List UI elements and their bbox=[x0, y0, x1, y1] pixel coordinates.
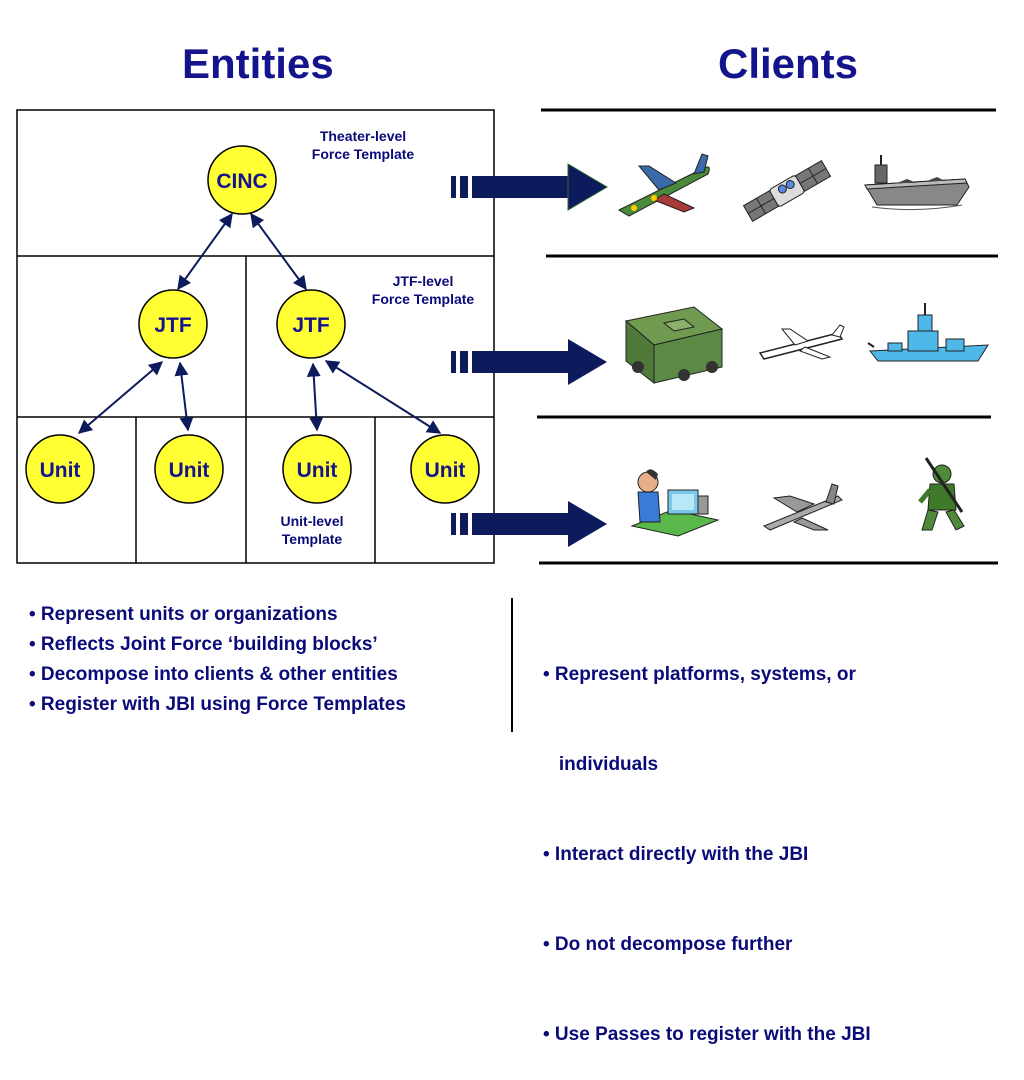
satellite-icon bbox=[742, 160, 832, 222]
unit-label-2: Unit bbox=[169, 459, 210, 482]
client-bullet: • Represent platforms, systems, or bbox=[543, 664, 856, 685]
unit-template-line-2: Template bbox=[281, 531, 343, 547]
soldier-icon bbox=[918, 457, 965, 531]
uav-drone-icon bbox=[758, 324, 845, 360]
unit-node-4[interactable]: Unit bbox=[410, 434, 480, 504]
client-bullet-list: • Represent platforms, systems, or indiv… bbox=[543, 600, 871, 1080]
unit-node-1[interactable]: Unit bbox=[25, 434, 95, 504]
connector-jtf-2-unit-4 bbox=[324, 360, 442, 434]
jtf-template-line-1: JTF-level bbox=[392, 273, 454, 289]
client-bullet: • Interact directly with the JBI bbox=[543, 844, 809, 865]
jtf-node-1[interactable]: JTF bbox=[138, 289, 208, 359]
entity-hierarchy-diagram: CINC JTF JTF Unit Unit Unit Unit bbox=[16, 108, 998, 565]
entity-bullet: • Decompose into clients & other entitie… bbox=[29, 664, 398, 685]
jtf-label-1: JTF bbox=[154, 314, 192, 337]
connector-jtf-1-unit-1 bbox=[77, 361, 164, 434]
operator-at-computer-icon bbox=[630, 469, 720, 537]
connector-cinc-jtf-1 bbox=[177, 212, 233, 291]
entity-bullet-list: • Represent units or organizations • Ref… bbox=[29, 600, 406, 720]
jtf-template-label: JTF-level Force Template bbox=[350, 272, 496, 308]
connector-jtf-1-unit-2 bbox=[174, 361, 194, 432]
aircraft-carrier-icon bbox=[864, 155, 970, 211]
unit-node-3[interactable]: Unit bbox=[282, 434, 352, 504]
warship-icon bbox=[867, 303, 989, 362]
fighter-jet-icon bbox=[762, 483, 843, 531]
clients-heading: Clients bbox=[718, 40, 859, 87]
entity-bullet: • Represent units or organizations bbox=[29, 604, 338, 625]
connector-cinc-jtf-2 bbox=[250, 212, 307, 291]
client-bullet: • Do not decompose further bbox=[543, 934, 793, 955]
unit-label-3: Unit bbox=[297, 459, 338, 482]
client-bullet: • Use Passes to register with the JBI bbox=[543, 1024, 871, 1045]
entity-bullet: • Register with JBI using Force Template… bbox=[29, 694, 406, 715]
cinc-label: CINC bbox=[216, 170, 267, 193]
cinc-node[interactable]: CINC bbox=[207, 145, 277, 215]
jtf-node-2[interactable]: JTF bbox=[276, 289, 346, 359]
theater-template-line-2: Force Template bbox=[311, 146, 415, 162]
unit-template-line-1: Unit-level bbox=[280, 513, 344, 529]
client-bullet: individuals bbox=[543, 754, 659, 775]
military-vehicle-icon bbox=[624, 306, 724, 385]
unit-label-1: Unit bbox=[40, 459, 81, 482]
unit-label-4: Unit bbox=[425, 459, 466, 482]
theater-template-line-1: Theater-level bbox=[319, 128, 407, 144]
airliner-icon bbox=[617, 153, 710, 217]
bullet-divider bbox=[511, 598, 513, 732]
jtf-template-line-2: Force Template bbox=[371, 291, 475, 307]
flow-arrow-2 bbox=[451, 339, 607, 385]
unit-node-2[interactable]: Unit bbox=[154, 434, 224, 504]
jtf-label-2: JTF bbox=[292, 314, 330, 337]
flow-arrow-1 bbox=[451, 163, 608, 211]
connector-jtf-2-unit-3 bbox=[306, 362, 324, 432]
entities-heading: Entities bbox=[182, 40, 334, 87]
theater-template-label: Theater-level Force Template bbox=[290, 127, 436, 163]
flow-arrow-3 bbox=[451, 501, 607, 547]
unit-template-label: Unit-level Template bbox=[252, 512, 372, 548]
entity-bullet: • Reflects Joint Force ‘building blocks’ bbox=[29, 634, 378, 655]
